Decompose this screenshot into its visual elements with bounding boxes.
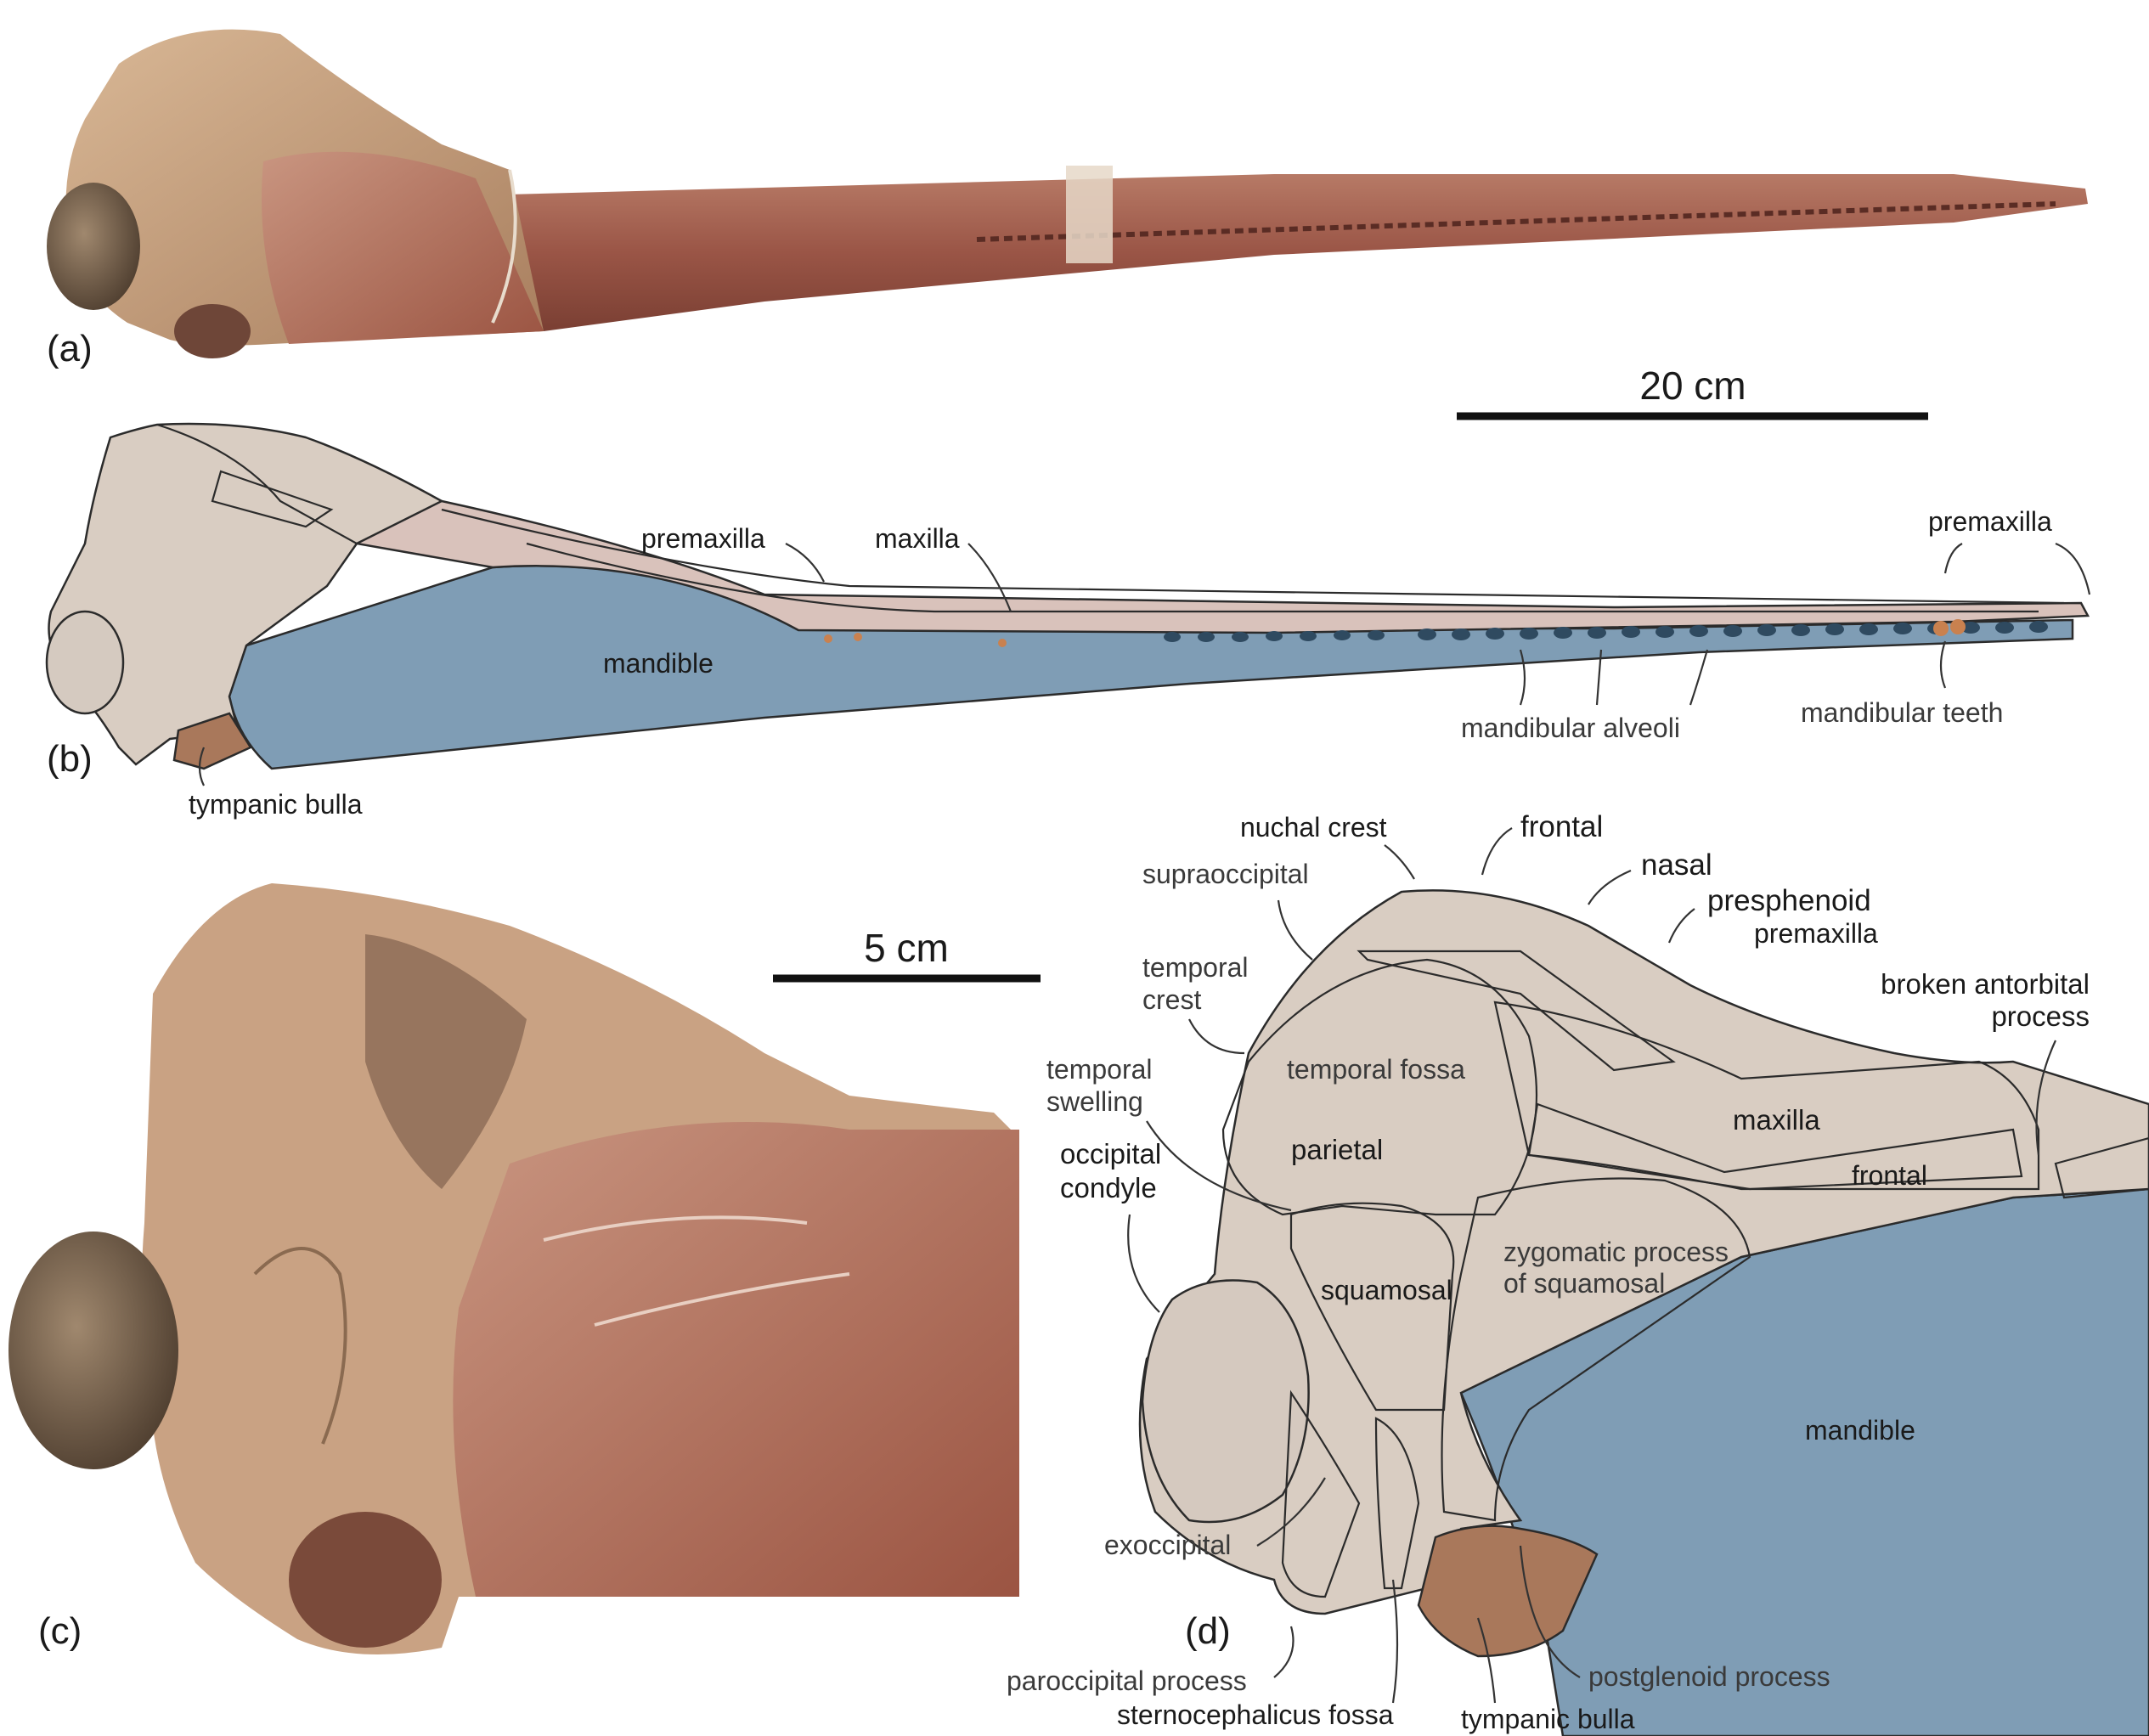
- label-d-premaxilla: premaxilla: [1754, 918, 1878, 949]
- leader-b-premaxilla-tip: [1943, 542, 2091, 595]
- label-d-broken-antorbital-1: broken antorbital: [1881, 968, 2090, 1000]
- cranial-suture-1: [156, 423, 358, 544]
- rostrum-drawing: [355, 474, 2090, 634]
- d-squamosal: [1289, 1202, 1455, 1412]
- label-d-temporal-crest-1: temporal: [1142, 952, 1249, 983]
- leader-d-exoccipital: [1256, 1477, 1326, 1547]
- premaxilla-maxilla-suture: [441, 508, 2065, 605]
- label-b-maxilla: maxilla: [875, 523, 960, 554]
- d-maxilla: [1493, 1000, 2040, 1191]
- panel-label-a: (a): [47, 328, 93, 369]
- label-d-mandible: mandible: [1805, 1415, 1915, 1446]
- mandible-shape: [228, 565, 2074, 770]
- leader-d-frontal-top: [1481, 827, 1513, 876]
- label-d-occipital-condyle-2: condyle: [1060, 1172, 1157, 1203]
- panel-label-d: (d): [1185, 1610, 1231, 1652]
- mandible-closeup: [453, 1122, 1019, 1597]
- occipital-condyle-drawing: [45, 610, 125, 715]
- label-b-mandibular-teeth: mandibular teeth: [1801, 697, 2003, 728]
- rostrum-photo: [476, 174, 2088, 331]
- occipital-condyle-photo: [47, 183, 140, 310]
- label-d-maxilla: maxilla: [1733, 1104, 1820, 1136]
- leader-d-temporal-swelling: [1146, 1120, 1292, 1212]
- mandible-cracks: [543, 1215, 850, 1327]
- leader-d-supraoccipital: [1277, 899, 1313, 961]
- label-d-tympanic-bulla: tympanic bulla: [1461, 1704, 1635, 1734]
- label-b-mandible: mandible: [603, 648, 714, 679]
- label-d-sternocephalicus-fossa: sternocephalicus fossa: [1117, 1699, 1394, 1730]
- panel-b-skull-drawing: [45, 422, 2090, 770]
- leader-d-tympanic-bulla: [1476, 1617, 1497, 1704]
- panel-label-c: (c): [38, 1610, 82, 1652]
- maxilla-lower-suture: [526, 542, 2039, 613]
- broken-area-hatch: [211, 470, 334, 528]
- leader-d-sternocephalicus: [1391, 1579, 1399, 1704]
- d-occipital-condyle: [1141, 1279, 1310, 1524]
- leader-d-paroccipital: [1273, 1626, 1294, 1678]
- d-exoccipital-line: [1281, 1389, 1361, 1598]
- panel-label-b: (b): [47, 738, 93, 780]
- label-d-parietal: parietal: [1291, 1134, 1383, 1165]
- label-d-paroccipital-process: paroccipital process: [1007, 1666, 1247, 1696]
- leader-b-alveoli: [1519, 649, 1709, 706]
- panel-c-closeup-photo: [8, 883, 1020, 1654]
- d-hatch-2: [1527, 1102, 2023, 1191]
- leader-d-nuchal-crest: [1384, 844, 1415, 880]
- mandibular-teeth-marks: [824, 619, 1966, 647]
- label-d-frontal-top: frontal: [1520, 810, 1603, 843]
- panel-a-skull-photo: [47, 29, 2088, 358]
- label-d-temporal-swelling-2: swelling: [1046, 1086, 1143, 1117]
- scale-bar-5cm-label: 5 cm: [864, 926, 949, 970]
- leader-d-broken-antorbital: [2035, 1040, 2056, 1156]
- leader-d-temporal-crest: [1188, 1018, 1245, 1055]
- label-d-temporal-crest-2: crest: [1142, 984, 1201, 1015]
- panel-d-closeup-drawing: [1138, 889, 2149, 1736]
- label-d-frontal-lower: frontal: [1852, 1160, 1927, 1191]
- label-d-zygomatic-1: zygomatic process: [1503, 1237, 1729, 1267]
- label-b-mandibular-alveoli: mandibular alveoli: [1461, 713, 1680, 743]
- leader-d-postglenoid: [1519, 1545, 1581, 1678]
- d-hatch-3: [2054, 1136, 2149, 1199]
- label-b-premaxilla-tip: premaxilla: [1928, 506, 2052, 537]
- rostrum-repair-patch: [1066, 166, 1113, 263]
- leader-b-maxilla: [967, 543, 1012, 612]
- label-d-occipital-condyle-1: occipital: [1060, 1138, 1161, 1170]
- mandible-photo: [262, 151, 544, 344]
- squamosal-ridge: [253, 1247, 347, 1445]
- label-d-zygomatic-2: of squamosal: [1503, 1268, 1665, 1299]
- leader-b-premaxilla: [785, 543, 825, 583]
- label-d-temporal-fossa: temporal fossa: [1287, 1054, 1465, 1085]
- leader-b-bulla: [198, 747, 206, 786]
- leader-b-teeth: [1939, 640, 1947, 689]
- temporal-fossa-shadow: [365, 934, 527, 1189]
- leader-d-nasal: [1588, 869, 1632, 905]
- cranium-drawing: [48, 422, 444, 766]
- label-d-postglenoid-process: postglenoid process: [1588, 1661, 1830, 1692]
- label-d-exoccipital: exoccipital: [1104, 1530, 1231, 1560]
- label-d-broken-antorbital-2: process: [1991, 1000, 2090, 1032]
- label-d-squamosal: squamosal: [1321, 1275, 1452, 1305]
- tooth-row-photo: [976, 201, 2056, 242]
- leader-d-presphenoid: [1667, 908, 1695, 944]
- scale-bar-20cm-label: 20 cm: [1639, 364, 1746, 408]
- label-b-tympanic-bulla: tympanic bulla: [189, 789, 363, 820]
- label-b-premaxilla: premaxilla: [641, 523, 765, 554]
- occipital-condyle-closeup: [8, 1232, 178, 1469]
- tympanic-bulla-drawing: [172, 712, 252, 770]
- d-tympanic-bulla: [1417, 1525, 1599, 1658]
- label-d-nuchal-crest: nuchal crest: [1240, 812, 1387, 843]
- label-d-temporal-swelling-1: temporal: [1046, 1054, 1153, 1085]
- d-sternocephalicus-fossa: [1374, 1417, 1420, 1590]
- alveoli-row: [1164, 621, 2048, 642]
- label-d-nasal: nasal: [1641, 848, 1712, 882]
- d-hatch-1: [1357, 950, 1676, 1072]
- label-d-supraoccipital: supraoccipital: [1142, 859, 1309, 889]
- leader-d-occipital-condyle: [1127, 1214, 1160, 1313]
- tympanic-bulla-photo: [174, 304, 251, 358]
- crack-line: [491, 169, 517, 324]
- tympanic-bulla-closeup: [289, 1512, 442, 1648]
- label-d-presphenoid: presphenoid: [1707, 884, 1871, 917]
